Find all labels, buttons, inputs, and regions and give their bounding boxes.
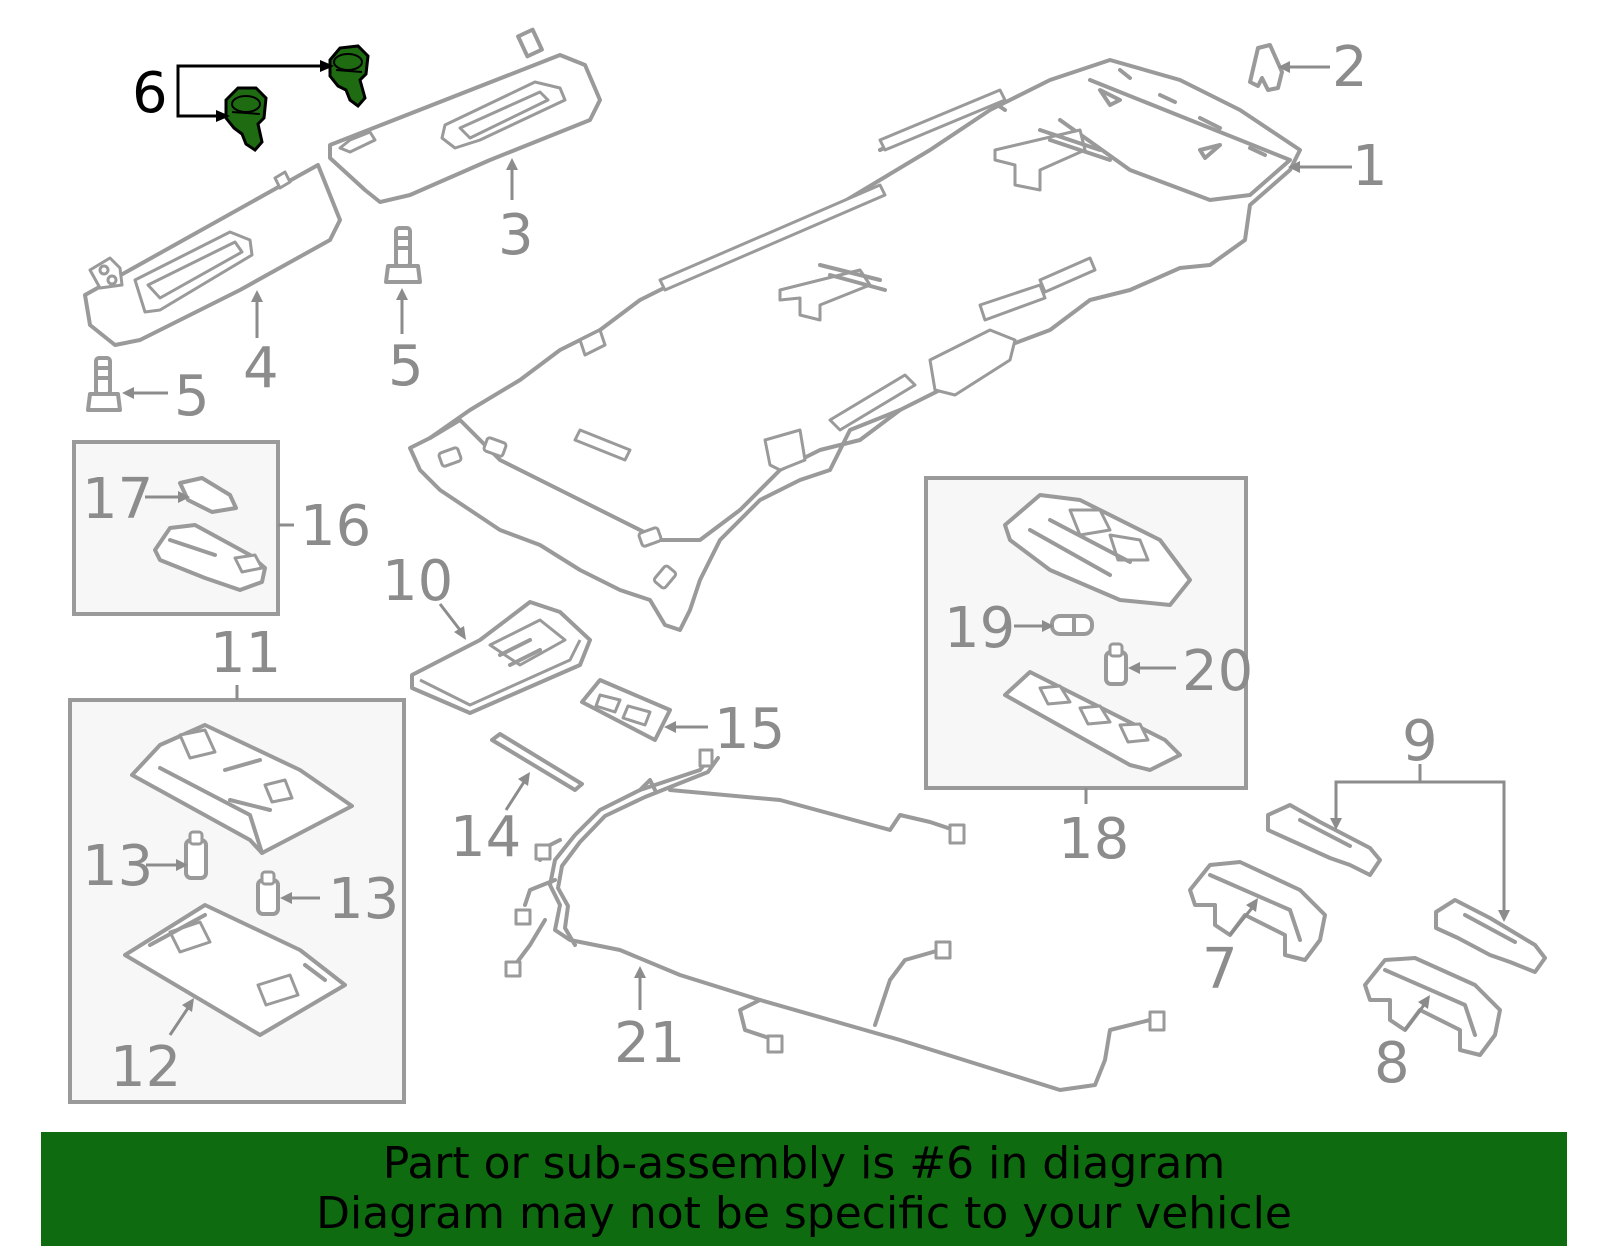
sun-visor-left-part-4[interactable] (83, 163, 342, 347)
banner-line-2: Diagram may not be specific to your vehi… (316, 1188, 1292, 1239)
callout-15: 15 (714, 697, 785, 762)
lamp-lens-part-18[interactable] (1003, 670, 1182, 772)
info-banner: Part or sub-assembly is #6 in diagram Di… (41, 1132, 1567, 1246)
callout-19: 19 (944, 596, 1015, 661)
callout-13-right: 13 (328, 867, 399, 932)
wiring-harness-part-21[interactable] (504, 748, 1166, 1092)
callout-4: 4 (243, 336, 279, 401)
callout-5-upper: 5 (388, 334, 424, 399)
bolt-part-5-upper[interactable] (384, 226, 422, 284)
callout-13-left: 13 (82, 834, 153, 899)
banner-line-1: Part or sub-assembly is #6 in diagram (382, 1138, 1226, 1189)
clip-part-2[interactable] (1248, 43, 1284, 92)
callout-11: 11 (210, 621, 281, 686)
overhead-console-part-10[interactable] (410, 600, 592, 715)
callout-9: 9 (1402, 709, 1438, 774)
callout-6: 6 (132, 61, 168, 126)
callout-9-leader (1330, 764, 1510, 922)
visor-clip-part-6-upper[interactable] (328, 44, 370, 109)
bulb-part-20[interactable] (1104, 642, 1128, 686)
lens-cover-part-12[interactable] (123, 903, 347, 1037)
bolt-part-5-lower[interactable] (86, 356, 122, 412)
callout-3: 3 (498, 203, 534, 268)
callout-12: 12 (110, 1035, 181, 1100)
callout-5-lower: 5 (174, 364, 210, 429)
lens-part-17[interactable] (178, 476, 238, 514)
callout-21: 21 (614, 1011, 685, 1076)
sun-visor-right-part-3[interactable] (328, 27, 602, 204)
grab-handle-part-7[interactable] (1188, 860, 1327, 962)
grab-handle-part-8[interactable] (1363, 956, 1502, 1057)
trim-strip-part-14[interactable] (490, 732, 584, 792)
callout-2: 2 (1332, 35, 1368, 100)
callout-1: 1 (1352, 134, 1388, 199)
callout-labels: 1 2 3 4 5 5 6 7 8 9 10 11 12 13 13 14 15… (82, 35, 1438, 1100)
leader-lines (122, 61, 1430, 1036)
bulb-part-13-right[interactable] (256, 870, 280, 916)
callout-6-leader (176, 60, 334, 122)
bulb-part-19[interactable] (1050, 614, 1094, 636)
bracket-part-9-lower[interactable] (1434, 898, 1547, 974)
map-lamp-housing-part-16[interactable] (153, 523, 267, 592)
switch-panel-part-15[interactable] (580, 678, 672, 742)
callout-8: 8 (1374, 1031, 1410, 1096)
callout-7: 7 (1202, 937, 1238, 1002)
callout-17: 17 (82, 467, 153, 532)
dome-lamp-assembly-part-11[interactable] (130, 723, 354, 855)
bracket-part-9-upper[interactable] (1266, 803, 1382, 877)
callout-10: 10 (382, 549, 453, 614)
map-lamp-part-18[interactable] (1003, 493, 1192, 607)
headliner-part-1[interactable] (408, 58, 1302, 632)
visor-clip-part-6-lower[interactable] (224, 86, 268, 152)
callout-20: 20 (1182, 639, 1253, 704)
bulb-part-13-left[interactable] (184, 830, 208, 880)
callout-18: 18 (1058, 807, 1129, 872)
callout-14: 14 (450, 805, 521, 870)
callout-16: 16 (300, 494, 371, 559)
